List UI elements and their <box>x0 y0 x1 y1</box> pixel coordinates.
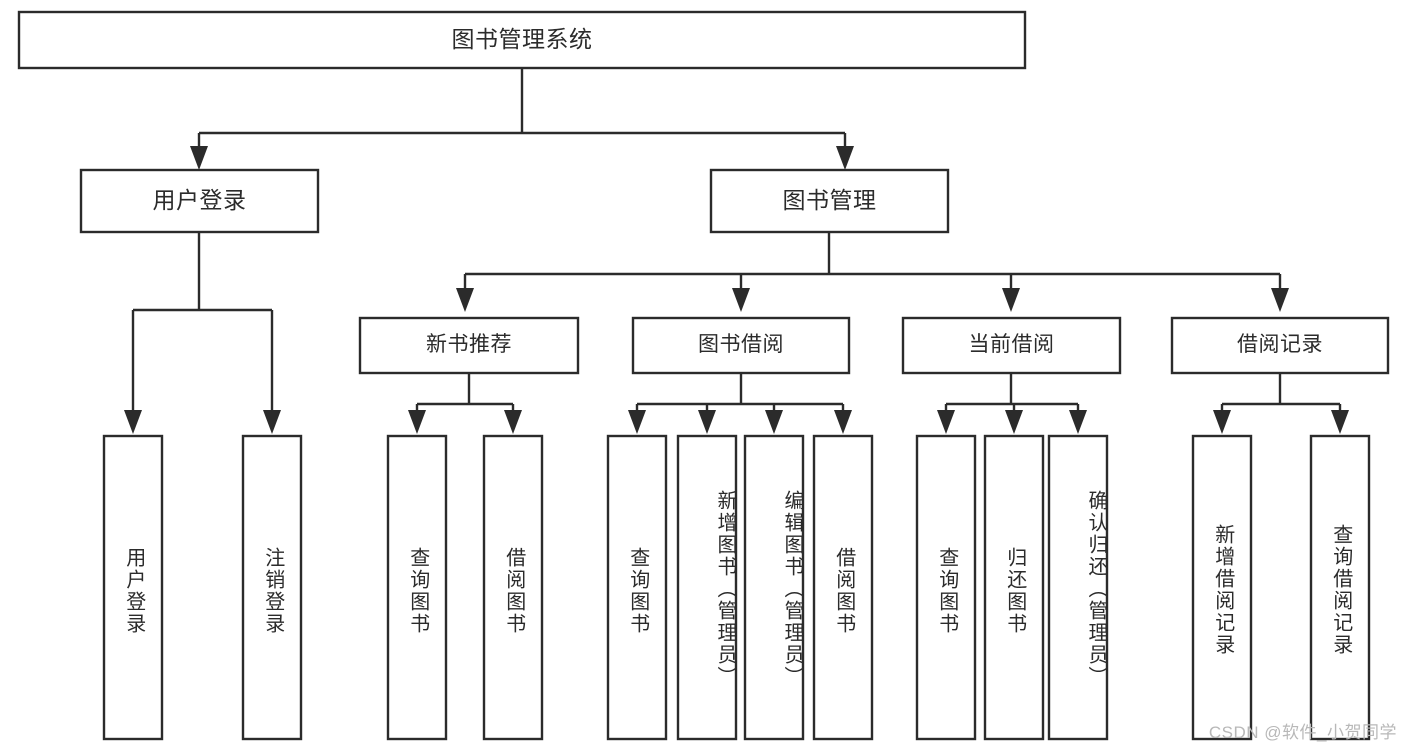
connector-userlogin-to-leaves <box>124 232 281 434</box>
leaf-box[interactable] <box>743 434 805 741</box>
connector-record-to-leaves <box>1213 373 1349 434</box>
node-new-book-recommend[interactable] <box>358 316 580 375</box>
node-user-login[interactable] <box>79 168 320 234</box>
leaf-box[interactable] <box>676 434 738 741</box>
leaf-box[interactable] <box>482 434 544 741</box>
node-book-management[interactable] <box>709 168 950 234</box>
node-book-borrow[interactable] <box>631 316 851 375</box>
leaf-box[interactable] <box>102 434 164 741</box>
leaf-box[interactable] <box>241 434 303 741</box>
watermark-text: CSDN @软件_小贺同学 <box>1208 723 1397 742</box>
connector-newbook-to-leaves <box>408 373 522 434</box>
leaf-box[interactable] <box>983 434 1045 741</box>
leaf-box[interactable] <box>812 434 874 741</box>
leaf-box[interactable] <box>1047 434 1109 741</box>
node-root[interactable] <box>17 10 1027 70</box>
node-current-borrow[interactable] <box>901 316 1122 375</box>
leaf-box[interactable] <box>1191 434 1253 741</box>
leaf-box[interactable] <box>915 434 977 741</box>
leaf-box[interactable] <box>606 434 668 741</box>
leaf-box[interactable] <box>386 434 448 741</box>
connector-current-to-leaves <box>937 373 1087 434</box>
node-borrow-record[interactable] <box>1170 316 1390 375</box>
connector-bookmgmt-to-level3 <box>456 232 1289 312</box>
connector-root-to-level2 <box>190 68 854 170</box>
connector-borrow-to-leaves <box>628 373 852 434</box>
leaf-box[interactable] <box>1309 434 1371 741</box>
